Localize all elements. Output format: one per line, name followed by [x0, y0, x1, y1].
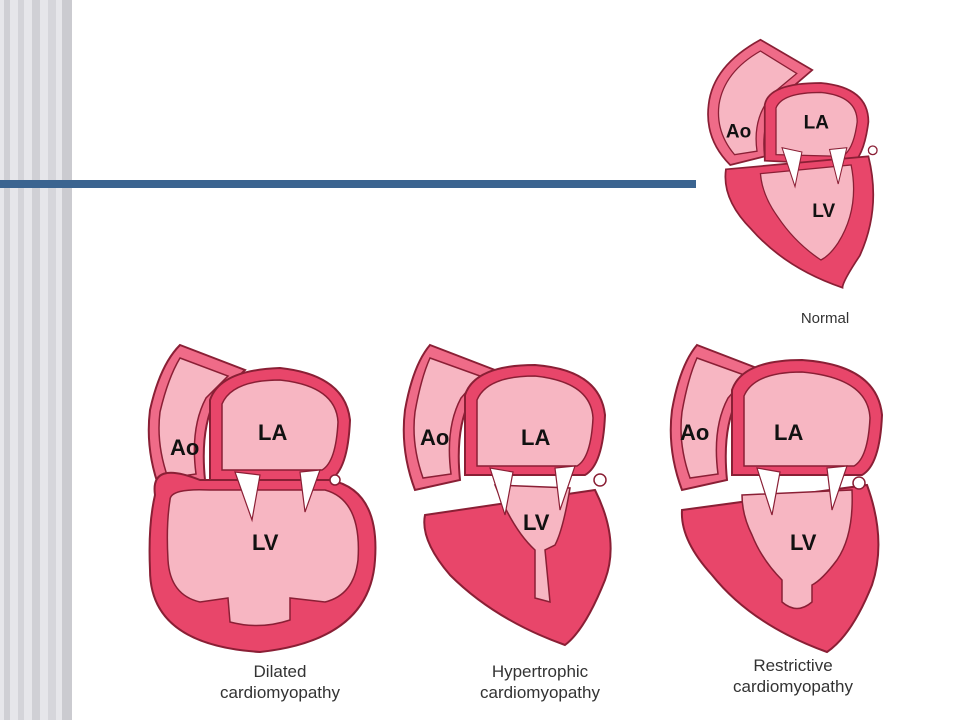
heart-diagram-normal: Ao LA LV	[707, 38, 878, 289]
caption-dilated-line2: cardiomyopathy	[219, 683, 340, 702]
label-la: LA	[258, 420, 287, 445]
label-ao: Ao	[680, 420, 709, 445]
label-lv: LV	[812, 201, 835, 222]
label-la: LA	[521, 425, 550, 450]
heart-diagram-hypertrophic: Ao LA LV	[402, 343, 612, 647]
caption-dilated-line1: Dilated	[253, 662, 307, 681]
caption-hypertrophic-line1: Hypertrophic	[491, 662, 589, 681]
label-la: LA	[804, 113, 830, 134]
side-stripes	[0, 0, 72, 720]
caption-restrictive-line1: Restrictive	[753, 656, 833, 675]
label-lv: LV	[523, 510, 550, 535]
label-la: LA	[774, 420, 803, 445]
caption-normal: Normal	[770, 308, 880, 329]
heart-diagram-restrictive: Ao LA LV	[669, 343, 884, 654]
caption-normal-text: Normal	[800, 310, 850, 327]
caption-restrictive-line2: cardiomyopathy	[732, 677, 853, 696]
label-lv: LV	[790, 530, 817, 555]
caption-restrictive: Restrictive cardiomyopathy	[718, 655, 868, 697]
label-ao: Ao	[420, 425, 449, 450]
title-divider-bar	[0, 180, 696, 188]
heart-diagram-dilated: Ao LA LV	[147, 343, 377, 654]
caption-hypertrophic-line2: cardiomyopathy	[479, 683, 600, 702]
caption-hypertrophic: Hypertrophic cardiomyopathy	[465, 661, 615, 703]
caption-dilated: Dilated cardiomyopathy	[205, 661, 355, 703]
label-ao: Ao	[170, 435, 199, 460]
label-ao: Ao	[726, 121, 751, 142]
label-lv: LV	[252, 530, 279, 555]
